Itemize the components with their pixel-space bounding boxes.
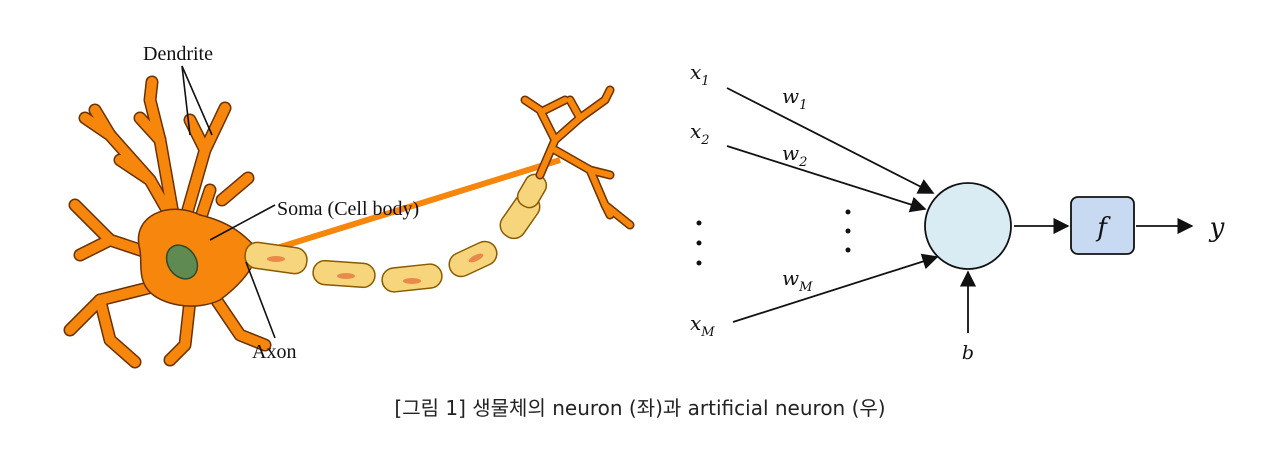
input-m-edge <box>732 253 939 323</box>
axon-terminals <box>520 85 635 230</box>
input-1-subscript: 1 <box>701 74 709 89</box>
weight-m-subscript: M <box>798 280 813 295</box>
weight-1-subscript: 1 <box>799 98 807 113</box>
input-2-edge <box>726 145 927 213</box>
input-1-label: x1 <box>690 60 710 89</box>
dendrites <box>63 75 272 369</box>
activation-box <box>1070 196 1135 255</box>
input-ellipsis <box>696 220 702 266</box>
nucleus <box>165 244 199 280</box>
weight-1-label: w1 <box>782 84 807 113</box>
input-m-subscript: M <box>700 325 715 340</box>
axon <box>244 157 561 293</box>
weight-m-label: wM <box>782 266 813 295</box>
bias-label: b <box>962 342 974 364</box>
weight-ellipsis <box>845 209 851 253</box>
input-2-label: x2 <box>690 119 710 148</box>
figure-caption: [그림 1] 생물체의 neuron (좌)과 artificial neuro… <box>394 396 886 420</box>
label-leaders <box>181 65 276 339</box>
weight-2-label: w2 <box>782 141 807 170</box>
weight-2-subscript: 2 <box>798 155 807 170</box>
summation-node <box>924 182 1012 270</box>
axon-label: Axon <box>252 341 296 363</box>
input-m-label: xM <box>690 311 715 340</box>
input-1-edge <box>726 87 935 194</box>
artificial-neuron: f y b x1 x2 xM w1 w2 wM <box>690 60 1225 364</box>
output-label: y <box>1209 213 1225 243</box>
myelin-sheaths <box>244 173 548 293</box>
dendrite-label: Dendrite <box>143 43 213 65</box>
input-2-subscript: 2 <box>700 133 709 148</box>
biological-neuron: Dendrite Soma (Cell body) Axon <box>63 43 635 369</box>
soma-label: Soma (Cell body) <box>277 198 419 220</box>
